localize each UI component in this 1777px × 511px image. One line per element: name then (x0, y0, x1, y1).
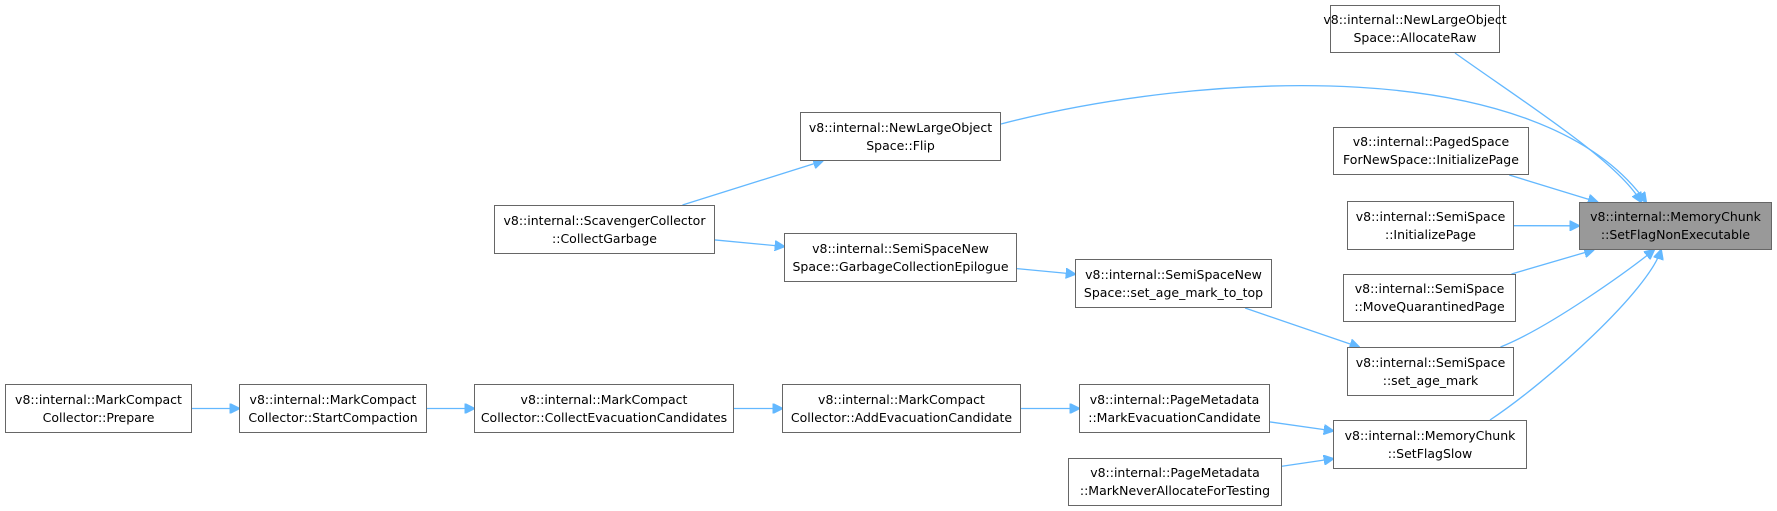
node-memorychunk-setflagslow[interactable]: v8::internal::MemoryChunk ::SetFlagSlow (1333, 420, 1527, 469)
node-memorychunk-setflagnonexecutable[interactable]: v8::internal::MemoryChunk ::SetFlagNonEx… (1579, 202, 1772, 250)
edge-pm_mark_never_alloc-to-memchunk_set_flag_slow (1281, 459, 1333, 467)
node-line-1: v8::internal::MarkCompact (818, 391, 985, 407)
edge-ssn_set_age_mark_top-to-semi_set_age_mark (1244, 307, 1359, 347)
node-line-1: v8::internal::MarkCompact (15, 391, 182, 407)
edge-ssn_gc_epilogue-to-ssn_set_age_mark_top (1016, 267, 1075, 275)
node-semispace-initializepage[interactable]: v8::internal::SemiSpace ::InitializePage (1347, 201, 1514, 250)
node-line-2: Space::AllocateRaw (1353, 30, 1477, 45)
node-pagemetadata-markevacuationcandidate[interactable]: v8::internal::PageMetadata ::MarkEvacuat… (1079, 384, 1270, 433)
node-line-1: v8::internal::NewLargeObject (808, 119, 993, 135)
node-line-2: Space::Flip (866, 137, 935, 153)
edge-nlo_allocate_raw-to-target (1454, 52, 1641, 202)
node-line-1: v8::internal::SemiSpace (1354, 281, 1505, 296)
node-line-2: ::set_age_mark (1382, 372, 1479, 388)
node-line-1: v8::internal::MemoryChunk (1590, 209, 1761, 224)
node-line-2: Collector::Prepare (42, 409, 155, 425)
node-line-2: Collector::StartCompaction (248, 409, 418, 425)
node-line-1: v8::internal::PageMetadata (1090, 465, 1260, 480)
node-line-2: ::CollectGarbage (552, 230, 657, 246)
node-pagemetadata-markneverallocatefortesting[interactable]: v8::internal::PageMetadata ::MarkNeverAl… (1068, 458, 1282, 506)
node-semispacenewspace-set-age-mark-to-top[interactable]: v8::internal::SemiSpaceNew Space::set_ag… (1075, 259, 1272, 308)
edge-memchunk_set_flag_slow-to-target (1489, 250, 1661, 421)
node-line-1: v8::internal::NewLargeObject (1323, 12, 1507, 27)
node-line-2: ::MarkNeverAllocateForTesting (1079, 483, 1271, 498)
node-markcompactcollector-startcompaction[interactable]: v8::internal::MarkCompact Collector::Sta… (239, 384, 427, 433)
edge-paged_init_page-to-target (1509, 174, 1597, 202)
edge-scavenger_collect-to-ssn_gc_epilogue (714, 239, 784, 247)
node-line-2: ::MoveQuarantinedPage (1354, 299, 1505, 314)
node-line-1: v8::internal::MarkCompact (520, 391, 688, 407)
node-line-1: v8::internal::SemiSpace (1355, 354, 1506, 370)
node-line-1: v8::internal::PagedSpace (1352, 134, 1510, 149)
node-line-2: Collector::AddEvacuationCandidate (790, 409, 1013, 425)
node-semispace-movequarantinedpage[interactable]: v8::internal::SemiSpace ::MoveQuarantine… (1343, 274, 1516, 322)
node-line-2: Space::set_age_mark_to_top (1083, 284, 1264, 300)
node-newlargeobjectspace-flip[interactable]: v8::internal::NewLargeObject Space::Flip (800, 112, 1001, 161)
node-pagedspacefornewspace-initializepage[interactable]: v8::internal::PagedSpace ForNewSpace::In… (1333, 127, 1529, 175)
node-markcompactcollector-prepare[interactable]: v8::internal::MarkCompact Collector::Pre… (5, 384, 192, 433)
node-line-2: Space::GarbageCollectionEpilogue (792, 258, 1009, 274)
node-line-1: v8::internal::PageMetadata (1089, 391, 1260, 407)
edge-semi_set_age_mark-to-target (1500, 250, 1655, 348)
node-scavengercollector-collectgarbage[interactable]: v8::internal::ScavengerCollector ::Colle… (494, 205, 715, 254)
node-line-1: v8::internal::SemiSpaceNew (812, 240, 989, 256)
node-line-1: v8::internal::SemiSpaceNew (1085, 266, 1262, 282)
node-line-2: ::SetFlagSlow (1387, 445, 1473, 461)
node-line-2: ForNewSpace::InitializePage (1343, 152, 1519, 167)
node-line-2: ::SetFlagNonExecutable (1600, 227, 1751, 242)
edges-layer (192, 52, 1661, 467)
edge-semi_move_quarantined-to-target (1511, 250, 1594, 275)
node-line-2: ::MarkEvacuationCandidate (1088, 409, 1261, 425)
node-line-1: v8::internal::MemoryChunk (1344, 427, 1516, 443)
edge-nlo_flip-to-target (1000, 84, 1646, 202)
edge-pm_mark_evac-to-memchunk_set_flag_slow (1269, 421, 1333, 431)
node-markcompactcollector-collectevacuationcandidates[interactable]: v8::internal::MarkCompact Collector::Col… (474, 384, 734, 433)
edge-scavenger_collect-to-nlo_flip (682, 161, 822, 206)
node-newlargeobjectspace-allocateraw[interactable]: v8::internal::NewLargeObject Space::Allo… (1323, 5, 1507, 53)
node-line-2: Collector::CollectEvacuationCandidates (480, 409, 728, 425)
node-line-1: v8::internal::SemiSpace (1355, 208, 1506, 224)
node-line-2: ::InitializePage (1385, 226, 1476, 242)
node-line-1: v8::internal::ScavengerCollector (503, 212, 706, 228)
node-markcompactcollector-addevacuationcandidate[interactable]: v8::internal::MarkCompact Collector::Add… (782, 384, 1021, 433)
node-semispacenewspace-garbagecollectionepilogue[interactable]: v8::internal::SemiSpaceNew Space::Garbag… (784, 233, 1017, 282)
node-line-1: v8::internal::MarkCompact (249, 391, 417, 407)
node-semispace-set-age-mark[interactable]: v8::internal::SemiSpace ::set_age_mark (1347, 347, 1514, 396)
